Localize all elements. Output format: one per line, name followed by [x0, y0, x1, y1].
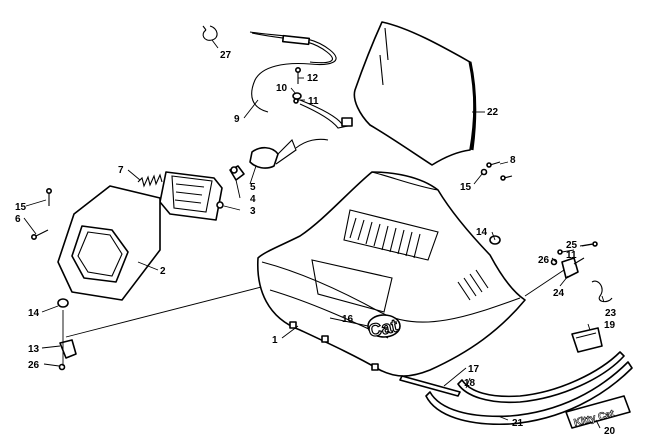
callout-2: 2: [160, 266, 166, 277]
latch-leader: [524, 269, 565, 297]
bracket-part-13: [59, 339, 77, 359]
headlight-housing-part-2: [57, 185, 161, 301]
callout-5: 5: [250, 182, 256, 193]
hood-part-1: [257, 171, 526, 377]
callout-24: 24: [553, 288, 565, 299]
callout-15a: 15: [460, 182, 472, 193]
latch-part-24: [561, 257, 585, 279]
windshield-nut-part-15: [480, 168, 488, 176]
callout-26a: 26: [28, 360, 40, 371]
callout-1: 1: [272, 335, 278, 346]
callout-22: 22: [487, 107, 499, 118]
fastener-part-12: [294, 67, 301, 84]
callout-4: 4: [250, 194, 256, 205]
callout-6: 6: [15, 214, 21, 225]
washer-part-11-right: [557, 249, 563, 255]
callout-10: 10: [276, 83, 288, 94]
wiring-harness-part-9: [249, 31, 353, 149]
strip-part-18: [457, 351, 625, 404]
callout-14b: 14: [476, 227, 488, 238]
callout-12: 12: [307, 73, 319, 84]
clip-part-23: [591, 280, 613, 303]
callout-15b: 15: [15, 202, 27, 213]
callout-3: 3: [250, 206, 256, 217]
headlight-part-3: [159, 171, 224, 221]
callout-labels: 27 12 10 11 9 22 8 15 7 5 4 3 15 6 2 14 …: [15, 50, 617, 437]
callout-19: 19: [604, 320, 616, 331]
strip-part-21: [425, 361, 633, 426]
nut-part-11: [293, 98, 299, 104]
housing-screw-part-6: [30, 229, 49, 241]
bulb-part-4: [229, 165, 245, 181]
leader-lines: [23, 39, 605, 429]
callout-21: 21: [512, 418, 524, 429]
callout-9: 9: [234, 114, 240, 125]
callout-25: 25: [566, 240, 578, 251]
decal-part-19: [571, 327, 603, 353]
callout-7: 7: [118, 165, 124, 176]
washer-part-14-left: [57, 298, 69, 308]
housing-screw-part-15: [45, 188, 52, 206]
trim-part-17: [399, 375, 461, 397]
windshield-screw-part-8: [486, 161, 513, 181]
callout-8: 8: [510, 155, 516, 166]
callout-26b: 26: [538, 255, 550, 266]
callout-17: 17: [468, 364, 480, 375]
callout-11b: 11: [566, 250, 577, 261]
nut-part-26-left: [58, 363, 66, 371]
windshield-part-22: [353, 21, 477, 166]
callout-18: 18: [464, 378, 476, 389]
socket-part-5: [249, 139, 297, 169]
spring-part-7: [137, 173, 163, 188]
callout-13: 13: [28, 344, 40, 355]
callout-14a: 14: [28, 308, 40, 319]
callout-23: 23: [605, 308, 617, 319]
washer-part-10: [292, 92, 302, 100]
callout-11a: 11: [308, 96, 319, 107]
callout-16: 16: [342, 314, 354, 325]
callout-27: 27: [220, 50, 232, 61]
wire-clip-part-27: [202, 25, 218, 41]
callout-20: 20: [604, 426, 616, 437]
